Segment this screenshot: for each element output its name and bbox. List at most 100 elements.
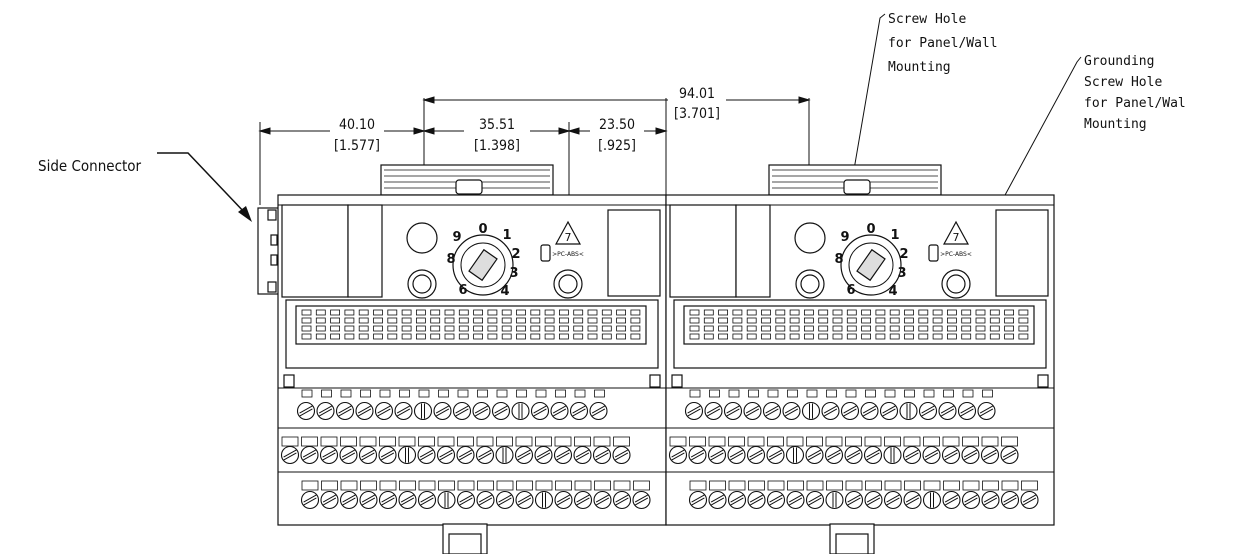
screw	[593, 490, 612, 510]
screw-slot	[924, 449, 939, 458]
screw	[766, 490, 786, 510]
screw-slot	[459, 497, 473, 506]
side-clip	[649, 374, 661, 388]
pin	[775, 333, 786, 340]
terminal-tab	[457, 480, 475, 491]
pin	[516, 309, 526, 316]
screw-slot	[400, 497, 415, 506]
pin	[315, 317, 326, 324]
pin	[559, 325, 569, 332]
recycle-code: 7	[565, 231, 572, 244]
screw	[801, 401, 821, 421]
screw	[762, 401, 782, 421]
screw-hole-callout: Screw Hole for Panel/Wall Mounting	[820, 12, 998, 363]
terminal-tab	[535, 480, 553, 491]
terminal-tab	[943, 389, 954, 398]
dial-digit: 0	[866, 222, 875, 237]
terminal-tab	[476, 436, 494, 447]
screw	[530, 401, 550, 421]
pin	[501, 333, 512, 340]
terminal-tab	[923, 436, 940, 447]
pin	[703, 309, 714, 316]
screw-slot	[882, 405, 896, 414]
pin	[415, 309, 426, 316]
screw	[1000, 445, 1019, 465]
pin	[344, 333, 355, 340]
indicator-slot	[928, 244, 939, 262]
screw-slot	[342, 497, 356, 506]
screw-slot	[729, 452, 744, 461]
recycle-material: >PC-ABS<	[552, 251, 584, 258]
pin	[587, 333, 598, 340]
screw-slot	[381, 494, 395, 503]
terminal-tab	[398, 436, 416, 447]
screw-slot	[769, 494, 783, 503]
screw	[355, 401, 374, 421]
pin	[732, 325, 743, 332]
screw-slot	[843, 405, 857, 414]
pin	[989, 317, 1000, 324]
pin	[373, 325, 383, 332]
screw	[899, 401, 918, 421]
screw	[319, 445, 339, 465]
screw-slot	[341, 449, 356, 458]
pin	[587, 325, 598, 332]
terminal-tab	[633, 480, 650, 491]
grounding-label-3: for Panel/Wal	[1084, 96, 1186, 111]
pin	[430, 309, 441, 316]
pin	[975, 325, 986, 332]
terminal-tab	[806, 389, 818, 398]
screw-slot	[784, 408, 799, 417]
screw-slot	[983, 452, 997, 461]
screw-slot	[283, 449, 297, 458]
screw	[977, 401, 996, 421]
terminal-tab	[379, 480, 397, 491]
pin	[516, 317, 526, 324]
pin	[804, 309, 814, 316]
screw-slot	[749, 449, 763, 458]
screw-slot	[318, 408, 333, 417]
terminal-tab	[747, 436, 765, 447]
terminal-tab	[515, 436, 533, 447]
pin	[473, 309, 484, 316]
screw-slot	[944, 449, 958, 458]
screw	[863, 445, 883, 465]
screw-slot	[377, 408, 391, 417]
pin	[487, 333, 498, 340]
pin	[516, 333, 526, 340]
screw	[805, 490, 825, 510]
screw-slot	[341, 452, 356, 461]
terminal-tab	[496, 436, 513, 447]
terminal-tab	[535, 436, 552, 447]
screw	[339, 445, 358, 465]
screw	[456, 490, 476, 510]
pin	[501, 325, 512, 332]
screw	[417, 490, 437, 510]
terminal-tab	[535, 389, 547, 398]
screw	[495, 490, 515, 510]
screw	[785, 445, 805, 465]
screw	[840, 401, 860, 421]
screw-slot	[380, 452, 395, 461]
screw-slot	[730, 497, 744, 506]
screw-slot	[380, 449, 395, 458]
screw-slot	[474, 408, 489, 417]
screw-slot	[963, 452, 978, 461]
dim-94-in: [3.701]	[674, 106, 720, 122]
screw-slot	[614, 449, 629, 458]
screw-slot	[283, 452, 297, 461]
terminal-tab	[301, 389, 313, 398]
terminal-tab	[340, 436, 357, 447]
pin	[573, 325, 584, 332]
pin	[932, 333, 943, 340]
screw-slot	[706, 405, 721, 414]
screw-slot	[377, 405, 391, 414]
screw-slot	[886, 497, 900, 506]
dimension-text: 40.10 [1.577] 35.51 [1.398] 23.50 [.925]…	[334, 86, 720, 154]
screw-slot	[595, 497, 610, 506]
terminal-tab	[594, 480, 611, 491]
screw	[511, 401, 530, 421]
terminal-tab	[516, 480, 533, 491]
screw-slot	[342, 494, 356, 503]
upper-hole	[794, 222, 826, 254]
